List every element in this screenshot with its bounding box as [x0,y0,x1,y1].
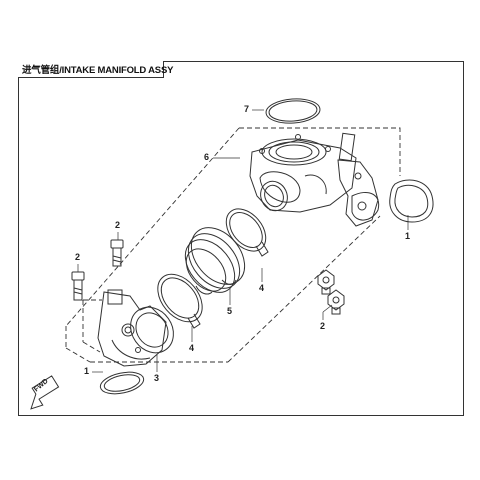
o-ring-top-inner [268,100,318,122]
callout-part-7: 7 [244,104,250,114]
intake-manifold-body [249,132,380,227]
callout-part-1-left: 1 [84,366,90,376]
callout-part-4-upper: 4 [259,283,265,293]
callout-part-6: 6 [204,152,210,162]
assembly-dashed-outline [65,127,401,363]
bolt-upper-left [110,239,124,267]
title-box: 进气管组/INTAKE MANIFOLD ASSY [18,61,173,78]
fwd-direction-arrow-icon [30,375,60,410]
gasket-left-inner [103,374,141,392]
bolt-right-lower [327,289,345,315]
gasket-left [99,371,145,395]
callout-part-3: 3 [154,373,160,383]
callout-part-2-right: 2 [320,321,326,331]
hose-clamp-lower [157,273,203,329]
rubber-boot [184,227,246,295]
callout-part-5: 5 [227,306,233,316]
page-title: 进气管组/INTAKE MANIFOLD ASSY [22,65,174,76]
callout-part-1-right: 1 [405,231,411,241]
callout-part-4-lower: 4 [189,343,195,353]
gasket-right-inner [394,184,429,218]
diagram-frame [18,61,464,416]
gasket-right [389,179,434,223]
callout-part-2-upper-left: 2 [115,220,121,230]
callout-part-2-lower-left: 2 [75,252,81,262]
bolt-lower-left [71,271,85,301]
bolt-right-upper [317,269,335,295]
hose-clamp-upper [225,208,269,257]
throttle-adapter [97,289,174,367]
o-ring-top [265,98,321,124]
